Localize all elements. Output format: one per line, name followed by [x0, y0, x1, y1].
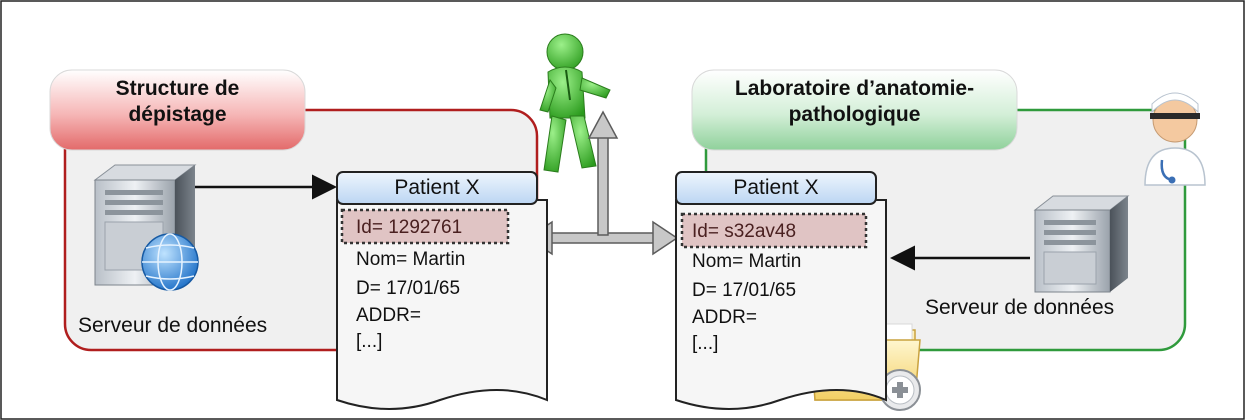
- left-record-addr: ADDR=: [356, 305, 421, 326]
- person-icon: [539, 33, 611, 173]
- left-record-id: Id= 1292761: [356, 217, 463, 238]
- left-panel-title-tab: [49, 69, 306, 151]
- left-panel-title-line1: Structure de: [115, 77, 240, 100]
- doctor-icon: [1144, 92, 1206, 186]
- right-record-header: Patient X: [733, 176, 819, 199]
- right-record-document: [675, 171, 887, 410]
- left-record-header: Patient X: [394, 176, 480, 199]
- left-record-nom: Nom= Martin: [356, 249, 466, 270]
- left-record-date: D= 17/01/65: [356, 278, 461, 299]
- right-record-id: Id= s32av48: [692, 221, 797, 242]
- right-record-more: [...]: [692, 333, 719, 354]
- left-server-label: Serveur de données: [78, 314, 268, 337]
- server-globe-icon: [93, 164, 199, 291]
- right-panel-title-tab: [691, 69, 1018, 151]
- left-panel-title-line2: dépistage: [128, 103, 227, 126]
- left-record-document: [336, 171, 548, 410]
- right-record-date: D= 17/01/65: [692, 280, 797, 301]
- right-panel-title: Laboratoire d’anatomie- pathologique: [692, 76, 1017, 128]
- right-panel-title-line2: pathologique: [788, 103, 921, 126]
- right-server-label: Serveur de données: [925, 296, 1115, 319]
- right-record-addr: ADDR=: [692, 307, 757, 328]
- server-icon: [1033, 195, 1130, 293]
- left-record-more: [...]: [356, 331, 383, 352]
- right-panel-title-line1: Laboratoire d’anatomie-: [734, 77, 975, 100]
- right-record-nom: Nom= Martin: [692, 251, 802, 272]
- left-panel-title: Structure de dépistage: [50, 76, 305, 128]
